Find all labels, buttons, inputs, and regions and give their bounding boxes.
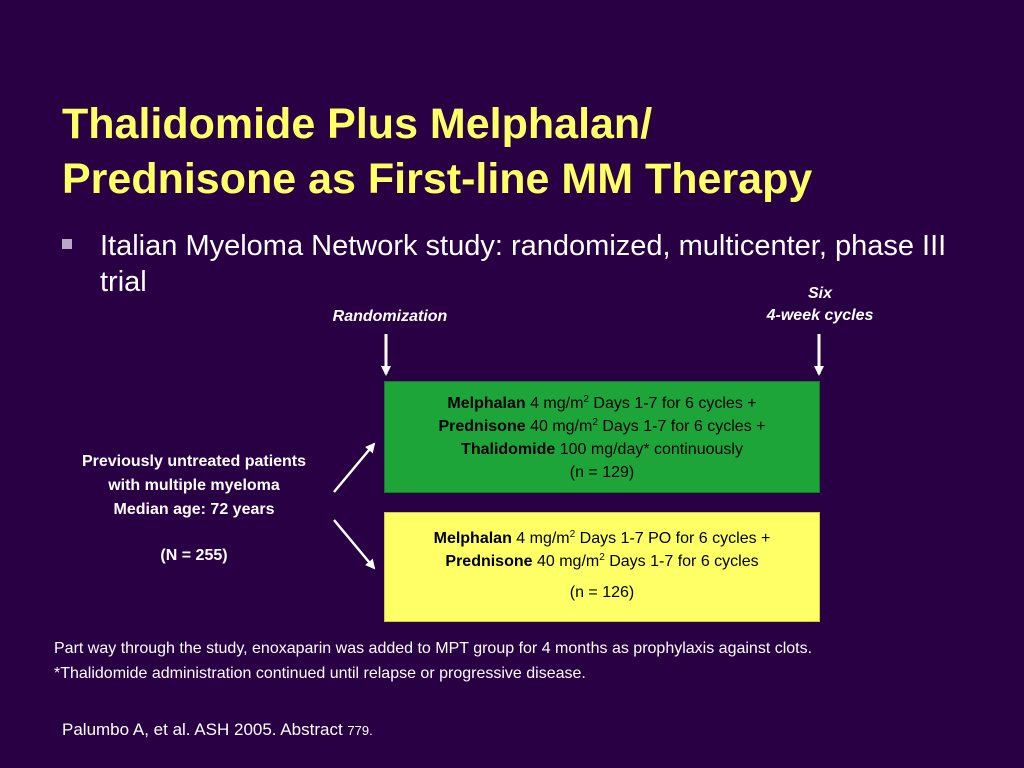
slide-title: Thalidomide Plus Melphalan/ Prednisone a… <box>62 97 1002 207</box>
mp-arm-box: Melphalan 4 mg/m2 Days 1-7 PO for 6 cycl… <box>384 512 820 622</box>
footnotes: Part way through the study, enoxaparin w… <box>54 636 1014 686</box>
footnote-1: Part way through the study, enoxaparin w… <box>54 640 813 657</box>
patients-line-2: with multiple myeloma <box>108 477 280 494</box>
bullet-text: Italian Myeloma Network study: randomize… <box>100 230 947 298</box>
patients-median-age: Median age: 72 years <box>113 501 275 518</box>
mpt-line-2: Prednisone 40 mg/m2 Days 1-7 for 6 cycle… <box>438 417 766 436</box>
title-line-1: Thalidomide Plus Melphalan/ <box>62 100 653 148</box>
patient-population: Previously untreated patients with multi… <box>48 450 340 568</box>
branch-arrow-down <box>333 519 376 570</box>
title-line-2: Prednisone as First-line MM Therapy <box>62 155 813 203</box>
mpt-line-1: Melphalan 4 mg/m2 Days 1-7 for 6 cycles … <box>447 394 757 413</box>
mpt-n: (n = 129) <box>569 464 635 481</box>
cycles-label: Six 4-week cycles <box>720 283 920 327</box>
mp-line-2: Prednisone 40 mg/m2 Days 1-7 for 6 cycle… <box>445 552 759 571</box>
mp-line-1: Melphalan 4 mg/m2 Days 1-7 PO for 6 cycl… <box>433 529 771 548</box>
square-bullet-icon <box>62 239 72 249</box>
mp-n: (n = 126) <box>569 584 635 601</box>
citation: Palumbo A, et al. ASH 2005. Abstract 779… <box>62 718 373 743</box>
patients-total: (N = 255) <box>160 547 228 564</box>
citation-text: Palumbo A, et al. ASH 2005. Abstract <box>62 720 348 739</box>
cycles-label-line-2: 4-week cycles <box>766 307 874 324</box>
citation-number: 779. <box>347 723 373 738</box>
patients-line-1: Previously untreated patients <box>81 453 307 470</box>
mpt-line-3: Thalidomide 100 mg/day* continuously <box>461 441 743 458</box>
branch-arrow-up <box>333 442 376 493</box>
cycles-label-line-1: Six <box>807 285 832 302</box>
bullet-item: Italian Myeloma Network study: randomize… <box>62 228 982 300</box>
footnote-2: *Thalidomide administration continued un… <box>54 665 586 682</box>
mpt-arm-box: Melphalan 4 mg/m2 Days 1-7 for 6 cycles … <box>384 381 820 493</box>
randomization-label: Randomization <box>332 308 448 325</box>
